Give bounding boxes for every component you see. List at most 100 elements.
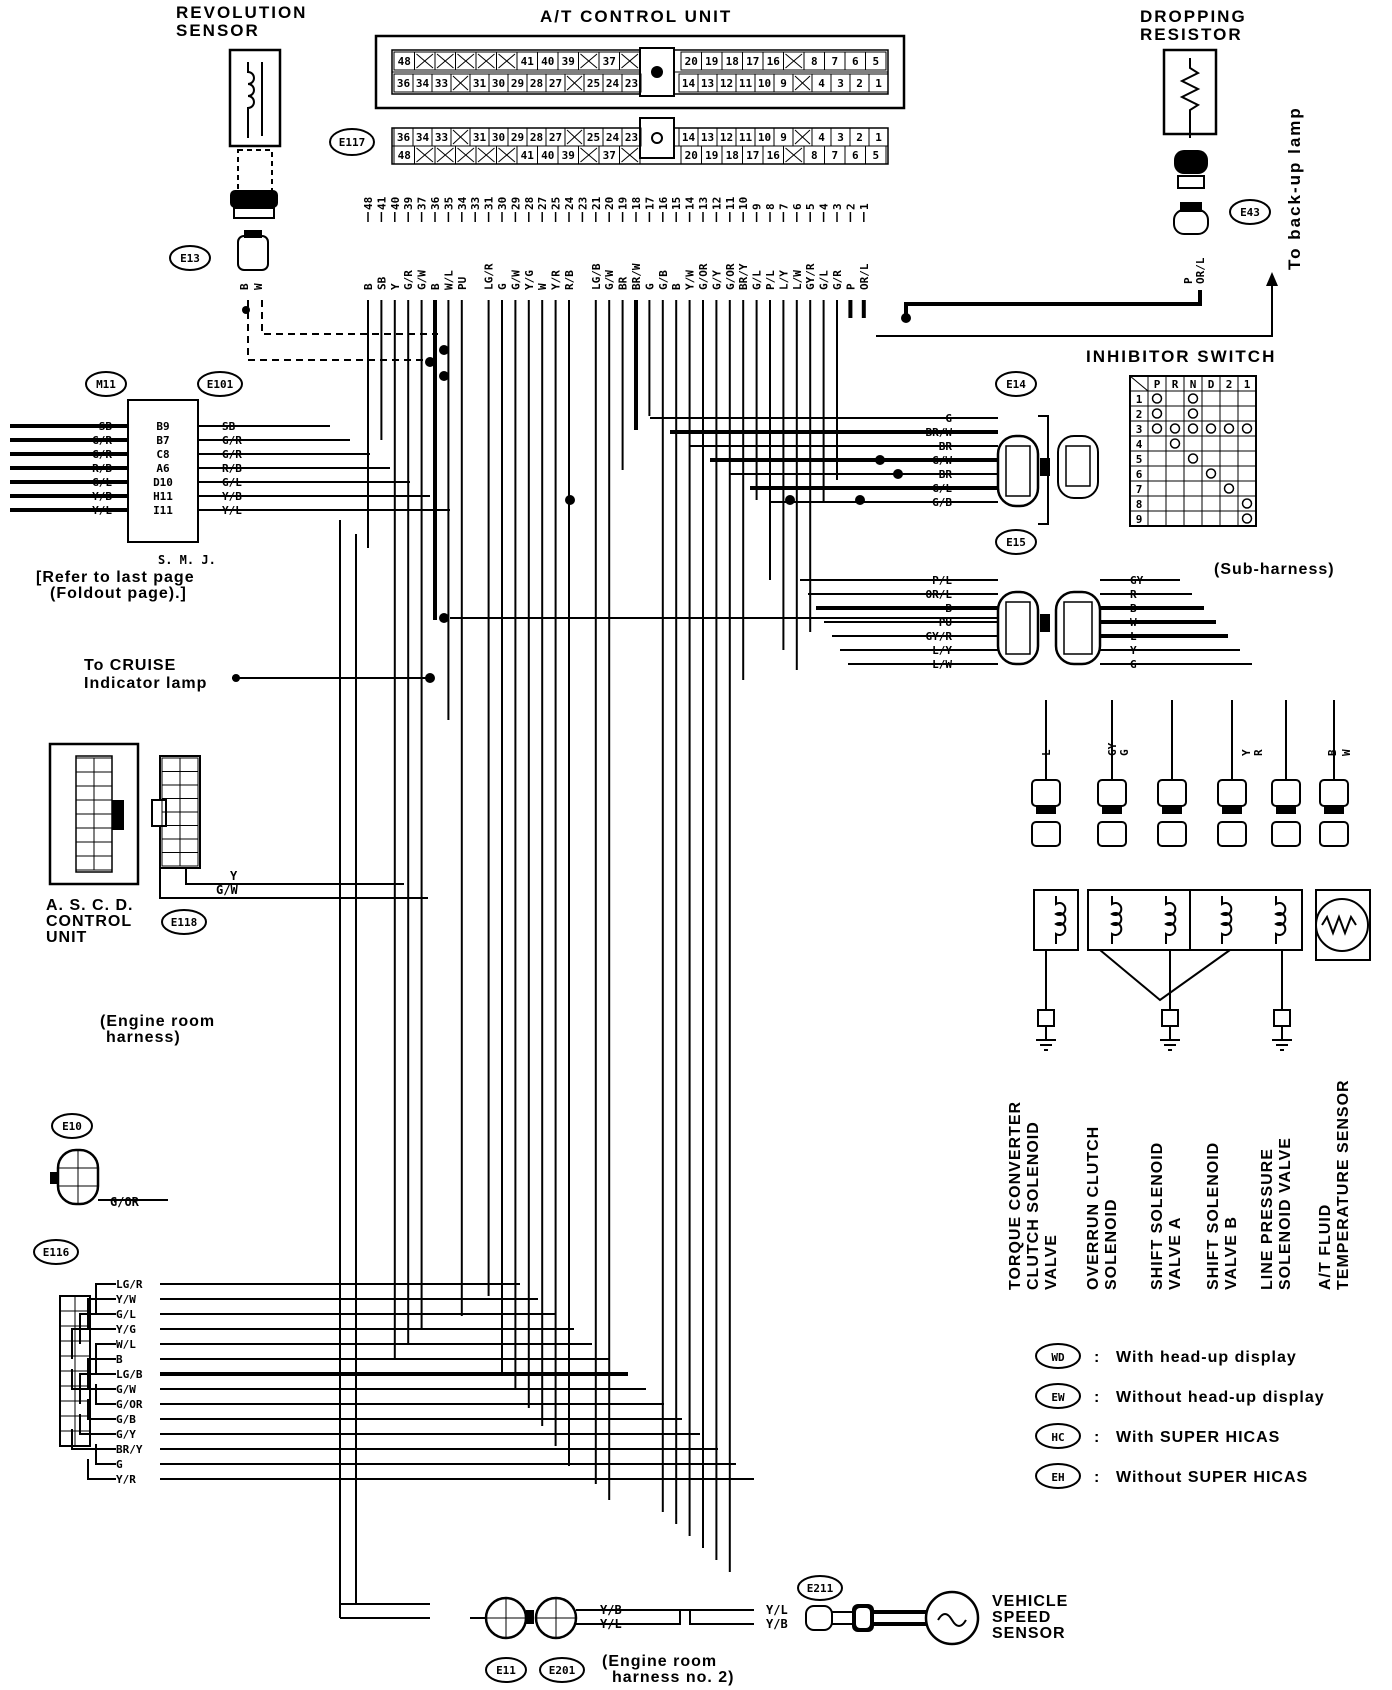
terminal-number: 24 [563, 196, 576, 210]
sol-connector-top [1097, 779, 1127, 807]
junction-dot [855, 495, 865, 505]
sol-connector-top [1271, 779, 1301, 807]
legend-code: WD [1051, 1351, 1065, 1364]
control-unit-title: A/T CONTROL UNIT [540, 7, 732, 26]
inhibitor-col-header: P [1154, 378, 1161, 391]
inhibitor-mark [1169, 423, 1181, 434]
e118-cell [179, 757, 199, 772]
e117-row2-pin: 48 [398, 149, 411, 162]
e118-cell [179, 811, 199, 826]
e117-row2-empty-cell [457, 147, 475, 163]
terminal-wire-color: BR/Y [737, 263, 750, 290]
inhibitor-col-header: 1 [1244, 378, 1251, 391]
svg-text:E10: E10 [62, 1120, 82, 1133]
coil [1274, 896, 1287, 944]
e117-row1-pin: 23 [625, 131, 638, 144]
e116-stub [71, 1369, 116, 1390]
terminal-wire-color: Y/R [550, 270, 563, 290]
cu-row1-pin: 37 [603, 55, 616, 68]
terminal-wire-color: LG/B [590, 263, 603, 290]
e117-row2-pin: 19 [705, 149, 718, 162]
e118-cell [179, 771, 199, 786]
inhibitor-col-header: N [1190, 378, 1197, 391]
inhibitor-mark [1151, 423, 1163, 434]
solenoid-label-shift_b: VALVE B [1223, 1216, 1240, 1290]
ground-connector [1161, 1009, 1179, 1027]
inhibitor-row-header: 3 [1136, 423, 1143, 436]
legend-sep: : [1094, 1389, 1100, 1406]
terminal-number: 37 [416, 197, 429, 210]
solenoid-label-torque: VALVE [1043, 1234, 1060, 1290]
sol-connector-bottom [1157, 821, 1187, 847]
legend-text: With head-up display [1116, 1349, 1297, 1366]
inhibitor-row-header: 7 [1136, 483, 1143, 496]
solenoid-label-line_pressure: LINE PRESSURE [1259, 1148, 1276, 1290]
cu-row1-empty-cell [621, 53, 639, 69]
svg-text:E14: E14 [1006, 378, 1026, 391]
junction-dot [439, 345, 449, 355]
terminal-number: 9 [751, 203, 764, 210]
inhibitor-mark [1241, 513, 1253, 524]
terminal-wire-color: G/OR [697, 263, 710, 290]
e116-wire-label: LG/B [116, 1368, 143, 1381]
vss-wire-4: Y/B [766, 1617, 788, 1631]
svg-text:B: B [238, 283, 251, 290]
e117-row2-pin: 8 [811, 149, 818, 162]
solenoid-wire-label: L [1040, 749, 1053, 756]
legend-code: HC [1051, 1431, 1064, 1444]
terminal-wire-color: G/B [657, 270, 670, 290]
terminal-number: 16 [657, 196, 670, 210]
junction-dot [893, 469, 903, 479]
e118-cell [161, 825, 181, 840]
smj-label: S. M. J. [158, 553, 216, 567]
e11-badge: E11 [485, 1657, 527, 1683]
smj-note: [Refer to last page(Foldout page).] [36, 569, 195, 602]
legend-badge [1035, 1343, 1081, 1369]
svg-text:W: W [252, 283, 265, 290]
e11-connector [484, 1596, 534, 1640]
terminal-number: 40 [389, 197, 402, 210]
inhibitor-row-header: 5 [1136, 453, 1143, 466]
cu-row2-cell [868, 73, 889, 93]
svg-text:E116: E116 [43, 1246, 70, 1259]
legend-code: EH [1051, 1471, 1064, 1484]
terminal-number: 36 [429, 196, 442, 210]
cu-row2-pin: 4 [818, 77, 825, 90]
ground-symbol [1160, 1026, 1180, 1051]
terminal-number: 48 [362, 197, 375, 210]
e117-row2-empty-cell [621, 147, 639, 163]
terminal-number: 2 [844, 203, 857, 210]
svg-text:E11: E11 [496, 1664, 516, 1677]
smj-pin: I11 [153, 504, 173, 517]
e116-wire-label: W/L [116, 1338, 136, 1351]
e116-stub [79, 1313, 116, 1344]
e116-stub [87, 1399, 116, 1420]
cu-row2-pin: 28 [530, 77, 543, 90]
dropping-resistor: P OR/L [1162, 48, 1218, 284]
legend-badge [1035, 1463, 1081, 1489]
inhibitor-row-header: 8 [1136, 498, 1143, 511]
smj-pin: D10 [153, 476, 173, 489]
e118-cell [161, 771, 181, 786]
cu-row1-cell [865, 51, 887, 71]
cu-row2-pin: 10 [758, 77, 771, 90]
terminal-wire-color: P [844, 283, 857, 290]
sol-connector-bottom [1031, 821, 1061, 847]
cu-row1-cell [619, 51, 641, 71]
e117-row2-empty-cell [436, 147, 454, 163]
coil [1164, 896, 1177, 944]
cu-row1-empty-cell [457, 53, 475, 69]
terminal-number: 33 [469, 197, 482, 210]
e118-cell [179, 838, 199, 853]
junction-dot [875, 455, 885, 465]
cu-row2-pin: 23 [625, 77, 638, 90]
terminal-number: 28 [523, 197, 536, 210]
ground-symbol [1036, 1026, 1056, 1051]
e116-connector [59, 1295, 91, 1447]
svg-text:E43: E43 [1240, 206, 1260, 219]
terminal-wire-color: G [643, 283, 656, 290]
